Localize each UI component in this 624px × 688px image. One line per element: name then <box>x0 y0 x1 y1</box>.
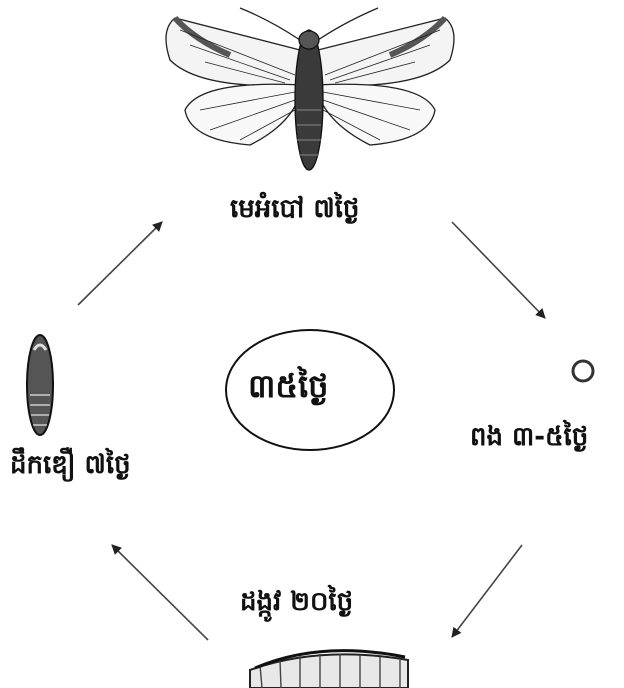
egg-stage-label: ពង ៣-៥ថ្ងៃ <box>470 420 588 458</box>
larva-stage-label: ដង្កូវ ២០ថ្ងៃ <box>240 585 353 623</box>
egg-icon <box>573 361 593 381</box>
arrow-moth-to-egg <box>452 222 545 318</box>
moth-icon <box>166 8 454 170</box>
arrow-egg-to-larva <box>452 545 522 637</box>
moth-stage-label: មេអំបៅ ៧ថ្ងៃ <box>230 192 359 230</box>
total-duration-label: ៣៥ថ្ងៃ <box>248 366 328 413</box>
pupa-icon <box>27 335 53 435</box>
pupa-stage-label: ដឹកឌឿ ៧ថ្ងៃ <box>10 448 131 486</box>
arrow-pupa-to-moth <box>78 222 162 305</box>
caterpillar-icon <box>250 651 408 688</box>
arrow-larva-to-pupa <box>112 545 208 640</box>
